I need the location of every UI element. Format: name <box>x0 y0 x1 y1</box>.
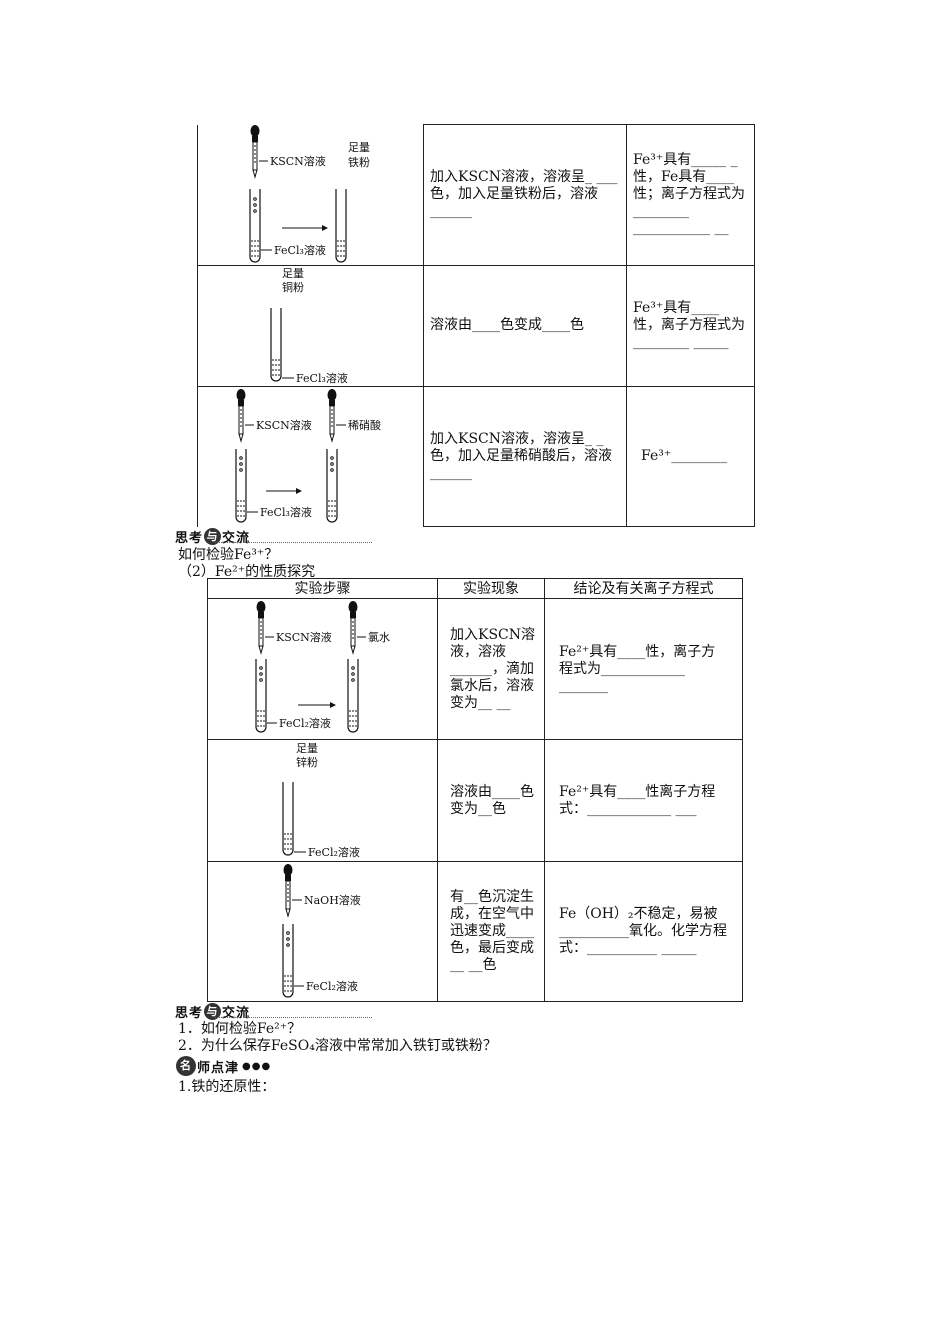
phenomenon-text: 溶液由____色变为__色 <box>450 783 534 817</box>
powder-label: 足量 <box>296 742 318 755</box>
kscn-label: KSCN溶液 <box>276 630 332 644</box>
powder-label: 足量 <box>348 141 370 154</box>
table-row: 足量 铜粉 FeCl₃溶液 溶液由____色变成____色 Fe³⁺具有____… <box>197 264 755 387</box>
banner-badge: 与 <box>204 1002 222 1020</box>
conclusion-cell: Fe³⁺________ <box>626 385 755 527</box>
conclusion-cell: Fe³⁺具有____性，离子方程式为________ _____ <box>626 264 755 387</box>
table-row: NaOH溶液 FeCl₂溶液 有__色沉淀生成，在空气中迅速变成____色，最后… <box>207 861 743 1002</box>
iron-powder-label: 铁粉 <box>348 156 370 169</box>
table-header-row: 实验步骤 实验现象 结论及有关离子方程式 <box>207 578 743 599</box>
phenomenon-cell: 加入KSCN溶液，溶液______，滴加氯水后，溶液变为__ __ <box>437 598 545 740</box>
banner-char: 考 <box>189 530 204 546</box>
table-row: KSCN溶液 氯水 FeCl₂溶液 加入KSCN溶液，溶液______，滴加氯水… <box>207 598 743 740</box>
phenomenon-text: 加入KSCN溶液，溶液______，滴加氯水后，溶液变为__ __ <box>450 626 536 711</box>
question-feso4: 2．为什么保存FeSO₄溶液中常常加入铁钉或铁粉？ <box>178 1038 497 1054</box>
step-figure-cell: 足量 锌粉 FeCl₂溶液 <box>207 739 438 862</box>
phenomenon-cell: 加入KSCN溶液，溶液呈_ _色，加入足量稀硝酸后，溶液______ <box>423 385 627 527</box>
banner-badge: 与 <box>204 527 222 545</box>
banner-char: 思 <box>175 1005 190 1021</box>
banner-char: 交 <box>222 1005 237 1021</box>
conclusion-text: Fe²⁺具有____性，离子方程式为____________ _______ <box>559 643 716 694</box>
header-conclusion: 结论及有关离子方程式 <box>544 578 743 599</box>
banner-char: 思 <box>175 530 190 546</box>
copper-powder-experiment-figure: 足量 铜粉 FeCl₃溶液 <box>270 267 348 385</box>
kscn-iron-experiment-figure: KSCN溶液 足量 铁粉 FeCl₃溶液 <box>249 124 370 263</box>
teacher-tips-banner: 名 师 点 津 ●●● <box>175 1056 295 1076</box>
header-step: 实验步骤 <box>207 578 438 599</box>
step-figure-cell: KSCN溶液 足量 铁粉 FeCl₃溶液 <box>197 124 424 266</box>
copper-powder-label: 铜粉 <box>282 280 304 294</box>
banner-char: 流 <box>236 530 251 546</box>
table-row: 足量 锌粉 FeCl₂溶液 溶液由____色变为__色 Fe²⁺具有____性离… <box>207 739 743 862</box>
conclusion-text: Fe³⁺具有_____ _性，Fe具有____性；离子方程式为________ … <box>633 152 745 237</box>
fecl2-label: FeCl₂溶液 <box>306 979 358 993</box>
phenomenon-text: 有__色沉淀生成，在空气中迅速变成____色，最后变成__ __色 <box>450 889 534 973</box>
phenomenon-text: 加入KSCN溶液，溶液呈_ ___色，加入足量铁粉后，溶液______ <box>430 169 618 220</box>
conclusion-cell: Fe³⁺具有_____ _性，Fe具有____性；离子方程式为________ … <box>626 124 755 266</box>
kscn-nitric-acid-experiment-figure: KSCN溶液 稀硝酸 FeCl₃溶液 <box>235 388 381 523</box>
banner-char: 考 <box>189 1005 204 1021</box>
conclusion-cell: Fe²⁺具有____性离子方程式：____________ ___ <box>544 739 743 862</box>
think-exchange-banner: 思 考 与 交 流 <box>175 1002 372 1021</box>
phenomenon-cell: 溶液由____色变为__色 <box>437 739 545 862</box>
fe2-experiment-table: 实验步骤 实验现象 结论及有关离子方程式 KSCN溶液 氯水 FeCl₂溶液 <box>207 578 743 1002</box>
step-figure-cell: KSCN溶液 稀硝酸 FeCl₃溶液 <box>197 385 424 527</box>
banner-char: 师 <box>197 1060 212 1076</box>
powder-label: 足量 <box>282 267 304 280</box>
phenomenon-cell: 加入KSCN溶液，溶液呈_ ___色，加入足量铁粉后，溶液______ <box>423 124 627 266</box>
dotted-rule <box>215 1017 372 1018</box>
conclusion-text: Fe³⁺________ <box>641 447 728 464</box>
zinc-powder-label: 锌粉 <box>296 755 318 769</box>
fecl2-label: FeCl₂溶液 <box>279 716 331 730</box>
step-figure-cell: KSCN溶液 氯水 FeCl₂溶液 <box>207 598 438 740</box>
banner-badge: 名 <box>176 1056 196 1076</box>
naoh-experiment-figure: NaOH溶液 FeCl₂溶液 <box>282 863 361 998</box>
phenomenon-cell: 有__色沉淀生成，在空气中迅速变成____色，最后变成__ __色 <box>437 861 545 1002</box>
nitric-acid-label: 稀硝酸 <box>348 418 381 432</box>
dotted-rule <box>215 542 372 543</box>
step-figure-cell: NaOH溶液 FeCl₂溶液 <box>207 861 438 1002</box>
fecl2-label: FeCl₂溶液 <box>308 845 360 859</box>
table-row: KSCN溶液 稀硝酸 FeCl₃溶液 加入KSCN溶液，溶液呈_ _色，加入足量… <box>197 385 755 527</box>
banner-char: 点 <box>211 1060 226 1076</box>
conclusion-cell: Fe（OH）₂不稳定，易被__________氧化。化学方程式：________… <box>544 861 743 1002</box>
fe3-experiment-table: KSCN溶液 足量 铁粉 FeCl₃溶液 加入KSCN溶液，溶液呈_ ___色，… <box>197 124 755 527</box>
dots-icon: ●●● <box>242 1060 272 1072</box>
chlorine-water-label: 氯水 <box>368 630 390 644</box>
fecl3-label: FeCl₃溶液 <box>260 505 312 519</box>
phenomenon-text: 溶液由____色变成____色 <box>430 317 584 333</box>
section-title-fe2: （2）Fe²⁺的性质探究 <box>178 564 316 580</box>
iron-reducibility-heading: 1.铁的还原性： <box>178 1079 276 1095</box>
table-row: KSCN溶液 足量 铁粉 FeCl₃溶液 加入KSCN溶液，溶液呈_ ___色，… <box>197 124 755 266</box>
step-figure-cell: 足量 铜粉 FeCl₃溶液 <box>197 264 424 387</box>
kscn-label: KSCN溶液 <box>270 154 326 168</box>
zinc-powder-experiment-figure: 足量 锌粉 FeCl₂溶液 <box>282 742 360 859</box>
phenomenon-cell: 溶液由____色变成____色 <box>423 264 627 387</box>
kscn-label: KSCN溶液 <box>256 418 312 432</box>
banner-char: 交 <box>222 530 237 546</box>
conclusion-text: Fe（OH）₂不稳定，易被__________氧化。化学方程式：________… <box>559 906 727 956</box>
think-exchange-banner: 思 考 与 交 流 <box>175 527 372 546</box>
kscn-chlorine-water-experiment-figure: KSCN溶液 氯水 FeCl₂溶液 <box>255 600 390 733</box>
conclusion-text: Fe²⁺具有____性离子方程式：____________ ___ <box>559 783 716 817</box>
naoh-label: NaOH溶液 <box>304 893 361 907</box>
fecl3-label: FeCl₃溶液 <box>296 371 348 385</box>
banner-char: 津 <box>225 1060 240 1076</box>
conclusion-cell: Fe²⁺具有____性，离子方程式为____________ _______ <box>544 598 743 740</box>
conclusion-text: Fe³⁺具有____性，离子方程式为________ _____ <box>633 300 745 350</box>
question-fe2: 1．如何检验Fe²⁺？ <box>178 1021 302 1037</box>
question-fe3: 如何检验Fe³⁺？ <box>178 547 279 563</box>
phenomenon-text: 加入KSCN溶液，溶液呈_ _色，加入足量稀硝酸后，溶液______ <box>430 430 612 481</box>
fecl3-label: FeCl₃溶液 <box>274 243 326 257</box>
header-phenomenon: 实验现象 <box>437 578 545 599</box>
banner-char: 流 <box>236 1005 251 1021</box>
